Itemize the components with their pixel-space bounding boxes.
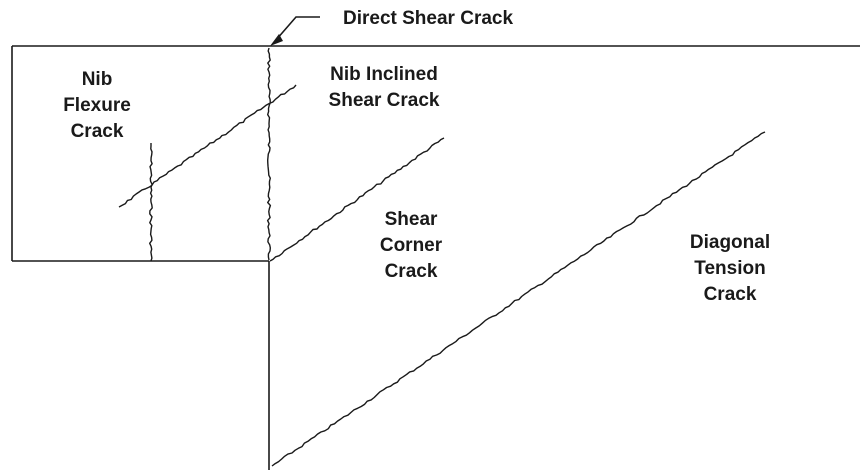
leader-line — [275, 16, 320, 41]
diagonal-tension-crack-line — [271, 131, 766, 467]
svg-text:Flexure: Flexure — [63, 95, 131, 116]
direct-shear-leader — [270, 16, 320, 46]
svg-text:Diagonal: Diagonal — [690, 232, 770, 253]
svg-text:Nib: Nib — [82, 69, 113, 90]
svg-text:Corner: Corner — [380, 235, 443, 256]
member-outline — [11, 45, 860, 470]
svg-text:Nib Inclined: Nib Inclined — [330, 64, 438, 85]
direct-shear-label: Direct Shear Crack — [343, 8, 513, 29]
direct-shear-crack-line — [266, 47, 272, 261]
svg-text:Crack: Crack — [704, 284, 757, 305]
nib-inclined-shear-crack-line — [118, 84, 297, 208]
svg-text:Shear: Shear — [385, 209, 438, 230]
shear-corner-label: Shear Corner Crack — [380, 209, 443, 282]
shear-corner-crack-line — [269, 137, 445, 262]
svg-text:Shear Crack: Shear Crack — [329, 90, 440, 111]
nib-flexure-crack-line — [149, 143, 153, 262]
leader-arrowhead — [270, 34, 283, 46]
svg-text:Crack: Crack — [385, 261, 438, 282]
svg-text:Tension: Tension — [694, 258, 765, 279]
nib-flexure-label: Nib Flexure Crack — [63, 69, 131, 142]
nib-inclined-label: Nib Inclined Shear Crack — [329, 64, 440, 111]
diagonal-tension-label: Diagonal Tension Crack — [690, 232, 770, 305]
svg-text:Crack: Crack — [71, 121, 124, 142]
